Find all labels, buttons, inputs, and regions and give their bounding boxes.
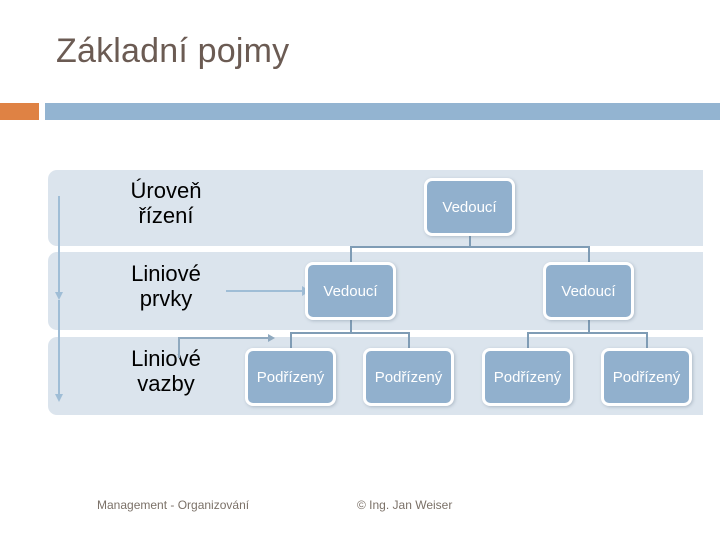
connector-bus-level2-right: [527, 332, 646, 334]
connector-bus-to-leaf-4: [646, 332, 648, 349]
band-label-line1: Úroveň: [130, 178, 202, 203]
band-label-uroven-rizeni: Úroveň řízení: [96, 178, 236, 228]
connector-bus-level1: [350, 246, 588, 248]
accent-bar-blue: [45, 103, 720, 120]
band-label-liniove-vazby: Liniové vazby: [96, 346, 236, 396]
org-node-podrizeny-3[interactable]: Podřízený: [482, 348, 573, 406]
org-node-vedouci-middle-left[interactable]: Vedoucí: [305, 262, 396, 320]
band-label-line1: Liniové: [131, 346, 201, 371]
org-node-vedouci-top[interactable]: Vedoucí: [424, 178, 515, 236]
org-node-podrizeny-4[interactable]: Podřízený: [601, 348, 692, 406]
footer-left-text: Management - Organizování: [97, 498, 250, 512]
org-node-podrizeny-1[interactable]: Podřízený: [245, 348, 336, 406]
down-arrow-icon-2: [55, 300, 63, 402]
right-arrow-icon-liniove-prvky: [226, 286, 310, 296]
connector-bus-to-leaf-1: [290, 332, 292, 349]
down-arrow-icon-1: [55, 196, 63, 300]
connector-mid-right-to-bus: [588, 320, 590, 332]
footer-right-text: © Ing. Jan Weiser: [357, 498, 453, 512]
connector-bus-to-mid-left: [350, 246, 352, 263]
accent-bar-orange: [0, 103, 39, 120]
page-title: Základní pojmy: [56, 32, 290, 70]
org-node-podrizeny-2[interactable]: Podřízený: [363, 348, 454, 406]
band-label-line2: vazby: [137, 371, 195, 396]
org-node-vedouci-middle-right[interactable]: Vedoucí: [543, 262, 634, 320]
band-label-line1: Liniové: [131, 261, 201, 286]
band-label-line2: řízení: [138, 203, 194, 228]
connector-bus-to-mid-right: [588, 246, 590, 263]
elbow-arrow-vertical-liniove-vazby: [178, 338, 180, 358]
band-label-liniove-prvky: Liniové prvky: [96, 261, 236, 311]
elbow-arrow-horizontal-liniove-vazby: [178, 334, 275, 342]
connector-bus-level2-left: [290, 332, 409, 334]
band-uroven-rizeni: [48, 170, 703, 246]
connector-bus-to-leaf-2: [408, 332, 410, 349]
connector-top-to-bus: [469, 236, 471, 247]
connector-mid-left-to-bus: [350, 320, 352, 332]
connector-bus-to-leaf-3: [527, 332, 529, 349]
band-label-line2: prvky: [139, 286, 193, 311]
